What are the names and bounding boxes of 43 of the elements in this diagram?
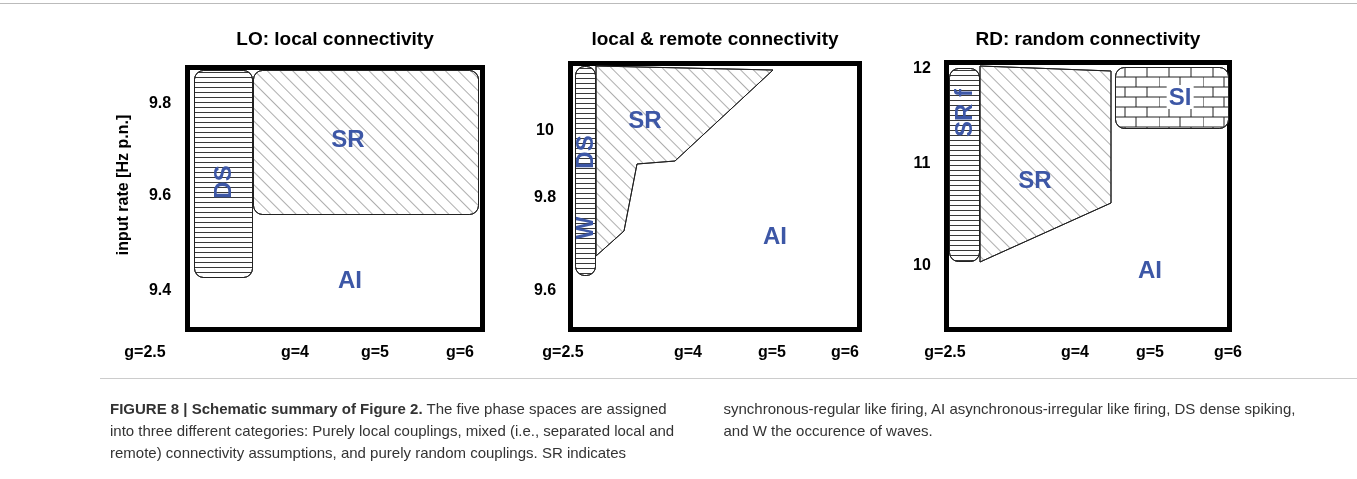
hatched-region xyxy=(253,70,479,215)
tick-label: g=2.5 xyxy=(924,344,966,360)
tick-label: g=6 xyxy=(446,344,474,360)
region-label: DS xyxy=(573,135,597,169)
tick-label: g=2.5 xyxy=(124,344,166,360)
tick-label: g=6 xyxy=(831,344,859,360)
region-label: W xyxy=(573,216,597,240)
tick-label: 10 xyxy=(913,257,931,273)
tick-label: 9.8 xyxy=(533,189,557,205)
tick-label: g=4 xyxy=(674,344,702,360)
region-label: AI xyxy=(338,268,362,292)
tick-label: 10 xyxy=(536,122,554,138)
axis-label: input rate [Hz p.n.] xyxy=(115,114,131,256)
region-label: SR xyxy=(331,127,365,151)
tick-label: 9.8 xyxy=(148,95,172,111)
striped-region xyxy=(575,66,596,276)
region-label: AI xyxy=(763,224,787,248)
region-label: SR xyxy=(1018,168,1052,192)
tick-label: g=6 xyxy=(1214,344,1242,360)
tick-label: 9.4 xyxy=(148,282,172,298)
region-label: SR xyxy=(628,108,662,132)
tick-label: 9.6 xyxy=(533,282,557,298)
tick-label: g=5 xyxy=(361,344,389,360)
tick-label: 9.6 xyxy=(148,187,172,203)
tick-label: g=2.5 xyxy=(542,344,584,360)
panel-title: LO: local connectivity xyxy=(235,28,435,50)
tick-label: g=4 xyxy=(1061,344,1089,360)
region-label: SR f xyxy=(952,89,976,137)
panel-title: RD: random connectivity xyxy=(974,28,1202,50)
striped-region xyxy=(949,68,980,262)
region-label: DS xyxy=(211,165,235,199)
region-label: AI xyxy=(1138,258,1162,282)
tick-label: g=5 xyxy=(758,344,786,360)
region-label: SI xyxy=(1166,85,1194,109)
tick-label: g=5 xyxy=(1136,344,1164,360)
panel-title: local & remote connectivity xyxy=(590,28,840,50)
striped-region xyxy=(194,70,253,278)
hatched-region xyxy=(980,66,1111,262)
tick-label: g=4 xyxy=(281,344,309,360)
tick-label: 12 xyxy=(913,60,931,76)
figure-caption: FIGURE 8 | Schematic summary of Figure 2. The five phase spaces are assigned into three different categories: Purely local couplings, mixed (i.e., separated local and remote) connectivity assumptions, and purely random couplings. SR indicates synchronous-regular like firing, AI asynchronous-irregular like firing, DS dense spiking, and W the occurence of waves. xyxy=(110,399,1297,463)
brick-pattern-region xyxy=(1115,67,1229,129)
tick-label: 11 xyxy=(913,155,931,171)
